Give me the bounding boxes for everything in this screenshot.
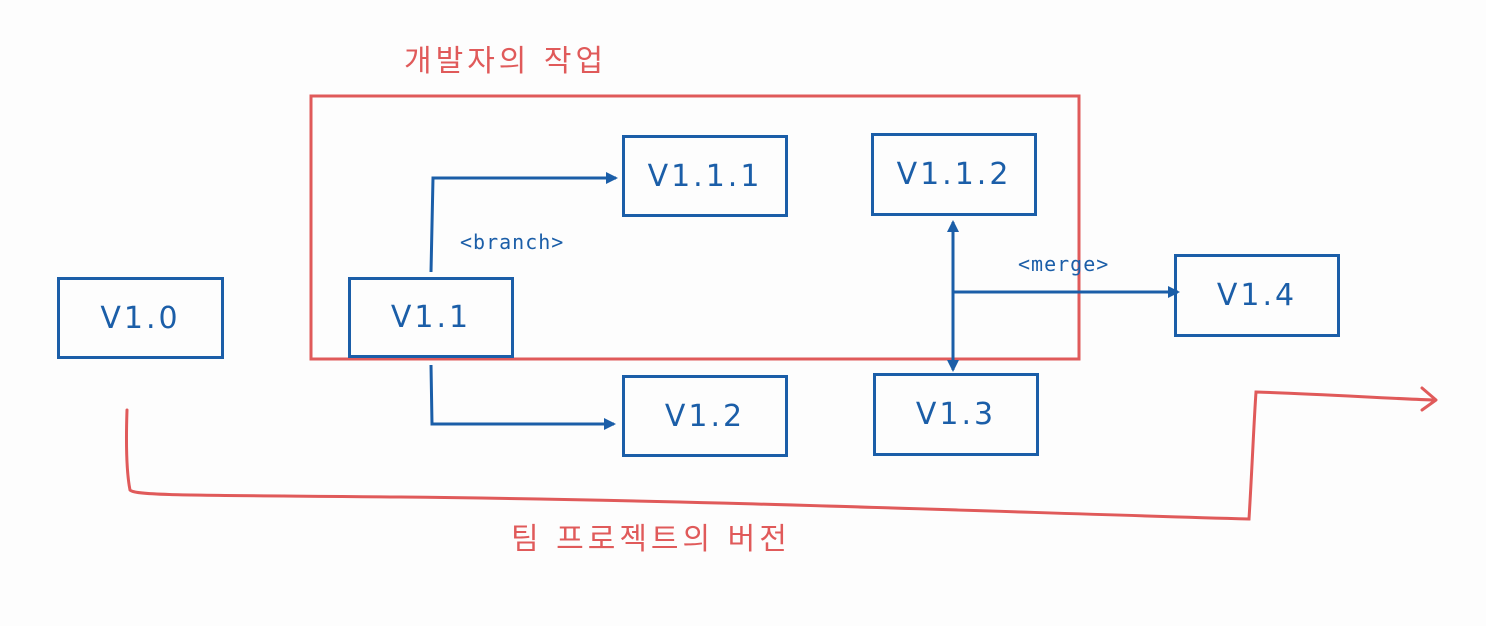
version-label: V1.0 <box>100 300 181 336</box>
version-label: V1.1.2 <box>896 157 1012 192</box>
version-box-v1-1: V1.1 <box>348 277 514 358</box>
team-version-timeline <box>124 390 1434 521</box>
version-label: V1.2 <box>664 398 746 434</box>
branch-label: <branch> <box>460 230 565 254</box>
version-label: V1.4 <box>1216 278 1298 313</box>
team-version-caption: 팀 프로젝트의 버전 <box>511 522 791 557</box>
version-label: V1.1.1 <box>647 158 763 194</box>
version-label: V1.3 <box>915 397 997 432</box>
version-box-v1-1-2: V1.1.2 <box>871 133 1037 216</box>
version-box-v1-4: V1.4 <box>1174 254 1340 337</box>
version-box-v1-2: V1.2 <box>622 375 788 457</box>
arrow-to-v12 <box>429 364 616 430</box>
version-box-v1-1-1: V1.1.1 <box>622 135 788 217</box>
merge-label: <merge> <box>1018 252 1110 276</box>
developer-work-region <box>309 94 1081 361</box>
developer-work-caption: 개발자의 작업 <box>404 44 608 79</box>
version-box-v1-3: V1.3 <box>873 373 1039 456</box>
team-version-timeline-arrowhead <box>1420 386 1438 412</box>
version-box-v1-0: V1.0 <box>57 277 224 359</box>
version-label: V1.1 <box>390 300 472 335</box>
branch-arrow-to-v111 <box>429 172 618 273</box>
